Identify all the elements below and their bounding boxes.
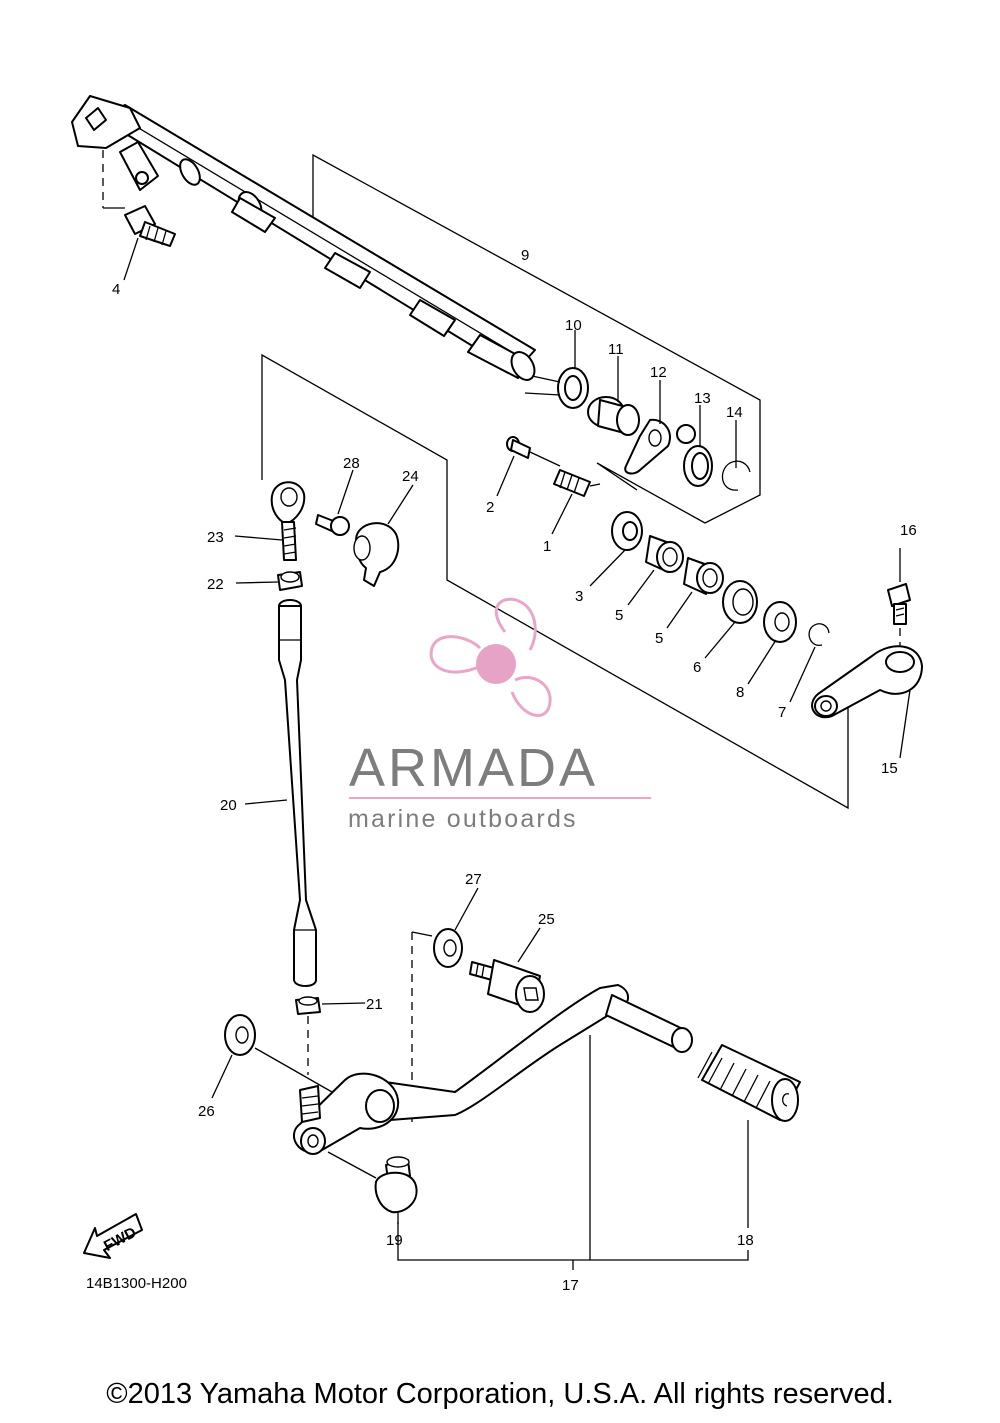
callout-14: 14 xyxy=(726,404,743,421)
callout-27: 27 xyxy=(465,871,482,888)
shift-rod-part-20 xyxy=(244,599,317,987)
cap-part-24 xyxy=(353,484,414,587)
callout-5b: 5 xyxy=(655,630,663,647)
spring-part-1 xyxy=(551,469,601,535)
bolt-part-28 xyxy=(315,469,354,536)
assembly-bracket-rod xyxy=(261,353,849,810)
washer-part-27 xyxy=(433,887,479,968)
collar-part-11 xyxy=(587,356,640,436)
callout-1: 1 xyxy=(543,538,551,555)
callout-labels: 1 2 3 4 5 5 6 7 8 9 10 11 12 13 14 15 16… xyxy=(112,247,917,1294)
shift-shaft xyxy=(71,95,536,381)
bushing-part-5b xyxy=(666,557,724,629)
armada-watermark: ARMADA marine outboards xyxy=(348,597,651,833)
callout-11: 11 xyxy=(608,341,624,358)
callout-18: 18 xyxy=(737,1232,754,1249)
washer-part-13 xyxy=(683,405,713,487)
callout-19: 19 xyxy=(386,1232,403,1249)
oil-seal-part-6 xyxy=(704,580,758,659)
shift-arm-part-15 xyxy=(811,645,923,759)
callout-6: 6 xyxy=(693,659,701,676)
washer-part-8 xyxy=(747,601,797,685)
circlip-part-7 xyxy=(789,623,830,703)
callout-23: 23 xyxy=(207,529,224,546)
callout-10: 10 xyxy=(565,317,582,334)
fwd-arrow-icon: FWD xyxy=(83,1213,143,1259)
callout-8: 8 xyxy=(736,684,744,701)
diagram-code: 14B1300-H200 xyxy=(86,1275,187,1292)
bolt-part-16 xyxy=(887,548,911,650)
callout-17: 17 xyxy=(562,1277,579,1294)
callout-15: 15 xyxy=(881,760,898,777)
circlip-part-14 xyxy=(721,420,751,491)
spring-part-10 xyxy=(524,330,589,409)
watermark-title: ARMADA xyxy=(349,738,598,798)
watermark-subtitle: marine outboards xyxy=(348,805,578,833)
callout-13: 13 xyxy=(694,390,711,407)
copyright-notice: ©2013 Yamaha Motor Corporation, U.S.A. A… xyxy=(106,1378,894,1410)
callout-28: 28 xyxy=(343,455,360,472)
callout-12: 12 xyxy=(650,364,667,381)
callout-24: 24 xyxy=(402,468,419,485)
callout-25: 25 xyxy=(538,911,555,928)
callout-16: 16 xyxy=(900,522,917,539)
bolt-part-2 xyxy=(496,436,561,497)
callout-20: 20 xyxy=(220,797,237,814)
callout-7: 7 xyxy=(778,704,786,721)
pivot-bolt-part-25 xyxy=(411,927,545,1128)
washer-part-26 xyxy=(211,1014,333,1099)
rod-end-part-23 xyxy=(234,481,306,561)
bushing-part-5a xyxy=(627,535,684,606)
callout-3: 3 xyxy=(575,588,583,605)
nut-part-21 xyxy=(295,996,366,1075)
cap-part-19 xyxy=(327,1151,418,1224)
callout-4: 4 xyxy=(112,281,120,298)
propeller-logo-icon xyxy=(429,597,552,717)
plate-part-12 xyxy=(624,380,696,475)
stud-bolt-part-4 xyxy=(123,205,176,281)
callout-9: 9 xyxy=(521,247,529,264)
callout-26: 26 xyxy=(198,1103,215,1120)
washer-part-3 xyxy=(589,511,643,587)
callout-21: 21 xyxy=(366,996,383,1013)
callout-22: 22 xyxy=(207,576,224,593)
shift-pedal-part-17 xyxy=(293,984,749,1270)
nut-part-22 xyxy=(235,571,303,591)
callout-5a: 5 xyxy=(615,607,623,624)
pedal-rubber-part-18 xyxy=(697,1044,801,1228)
callout-2: 2 xyxy=(486,499,494,516)
